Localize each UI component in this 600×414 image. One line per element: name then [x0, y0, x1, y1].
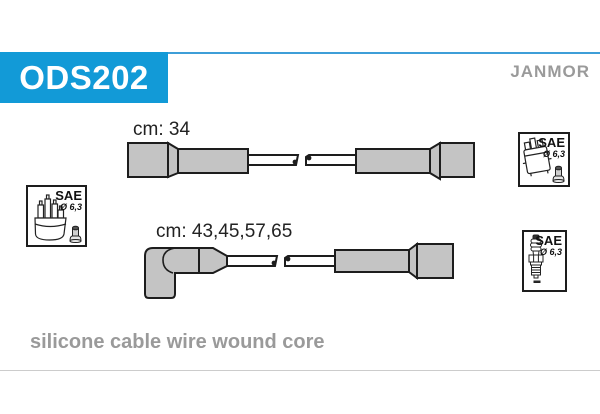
brand-logo: JANMOR	[510, 62, 590, 81]
ignition-coil-icon	[522, 137, 552, 177]
cable2-break-mark-left	[271, 260, 277, 266]
cable1-left-taper	[167, 141, 179, 179]
sae-standard: SAE	[538, 135, 565, 150]
cable1-right-sleeve	[355, 148, 431, 174]
sae-box-coil: SAE Ø 6,3	[518, 132, 570, 187]
cable2-right-cap	[416, 243, 454, 279]
cable2-boot-contour	[162, 247, 176, 274]
cable1-wire-left	[247, 154, 300, 166]
cable2-wire-right	[284, 255, 336, 267]
sae-diameter: Ø 6,3	[539, 247, 562, 257]
cable2-right-taper	[408, 242, 418, 280]
cable2-left-nozzle	[198, 247, 228, 274]
cable2-length-label: cm: 43,45,57,65	[156, 221, 293, 242]
sae-diameter: Ø 6,3	[542, 149, 565, 159]
sae-diameter: Ø 6,3	[59, 202, 82, 212]
sae-box-spark-plug: SAE Ø 6,3	[522, 230, 567, 292]
cable1-break-mark-left	[292, 159, 298, 165]
spark-plug-icon	[528, 234, 544, 283]
sae-standard: SAE	[535, 233, 562, 248]
sae-label-distributor: SAE Ø 6,3	[55, 189, 82, 212]
cable2-right-sleeve	[334, 249, 410, 273]
sae-standard: SAE	[55, 188, 82, 203]
sae-label-spark-plug: SAE Ø 6,3	[535, 234, 562, 257]
cable1-break-mark-right	[306, 155, 312, 161]
cable1-right-cap	[439, 142, 475, 178]
header-rule	[168, 52, 600, 54]
cable2-break-mark-right	[285, 256, 291, 262]
cable2-wire-left	[226, 255, 279, 267]
part-number-badge: ODS202	[0, 52, 168, 103]
cable1-length-label: cm: 34	[133, 119, 191, 140]
bottom-separator	[0, 370, 600, 371]
cable1-right-taper	[429, 141, 441, 181]
terminal-icon	[69, 225, 82, 243]
cable1-wire-right	[305, 154, 357, 166]
terminal-icon	[552, 165, 565, 183]
cable1-drawing	[127, 141, 475, 181]
cable1-left-sleeve	[177, 148, 249, 174]
cable1-left-cap	[127, 142, 169, 178]
sae-box-distributor: SAE Ø 6,3	[26, 185, 87, 247]
part-number: ODS202	[19, 58, 149, 96]
sae-label-coil: SAE Ø 6,3	[538, 136, 565, 159]
distributor-cap-icon	[34, 194, 67, 241]
material-description: silicone cable wire wound core	[30, 331, 325, 353]
cable2-drawing	[144, 242, 454, 299]
